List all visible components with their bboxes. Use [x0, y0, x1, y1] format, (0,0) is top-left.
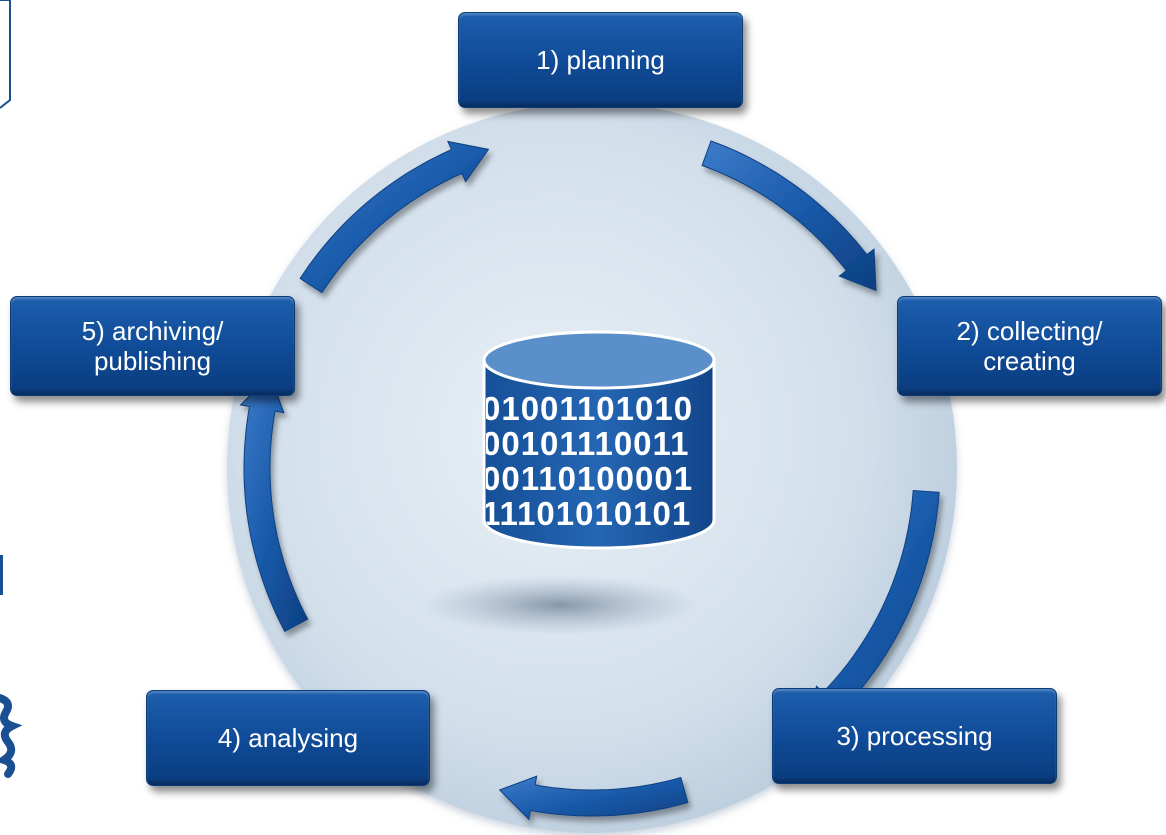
arrow-processing-to-analysing [498, 775, 689, 821]
arrow-planning-to-collecting [701, 140, 877, 292]
arrow-archiving-to-planning [299, 140, 490, 294]
step-processing-box: 3) processing [772, 688, 1057, 784]
database-icon: 01001101010 00101110011 00110100001 1110… [482, 330, 716, 550]
binary-line: 00101110011 [482, 425, 689, 462]
binary-line: 01001101010 [482, 390, 693, 427]
binary-line: 00110100001 [482, 460, 693, 497]
step-analysing-box: 4) analysing [146, 690, 430, 786]
step-collecting-box: 2) collecting/ creating [897, 296, 1162, 396]
edge-brace-fragment [0, 694, 23, 778]
step-analysing-label: 4) analysing [217, 723, 359, 753]
database-shadow [420, 575, 700, 635]
step-collecting-label: 2) collecting/ creating [956, 316, 1103, 376]
step-archiving-label: 5) archiving/ publishing [81, 316, 224, 376]
step-planning-box: 1) planning [458, 12, 743, 108]
cycle-arrows [239, 140, 940, 821]
step-archiving-box: 5) archiving/ publishing [10, 296, 295, 396]
step-processing-label: 3) processing [836, 721, 993, 751]
edge-frame-fragment [0, 0, 11, 109]
step-planning-label: 1) planning [536, 45, 665, 75]
binary-line: 11101010101 [482, 495, 691, 532]
edge-fragment [0, 555, 3, 595]
